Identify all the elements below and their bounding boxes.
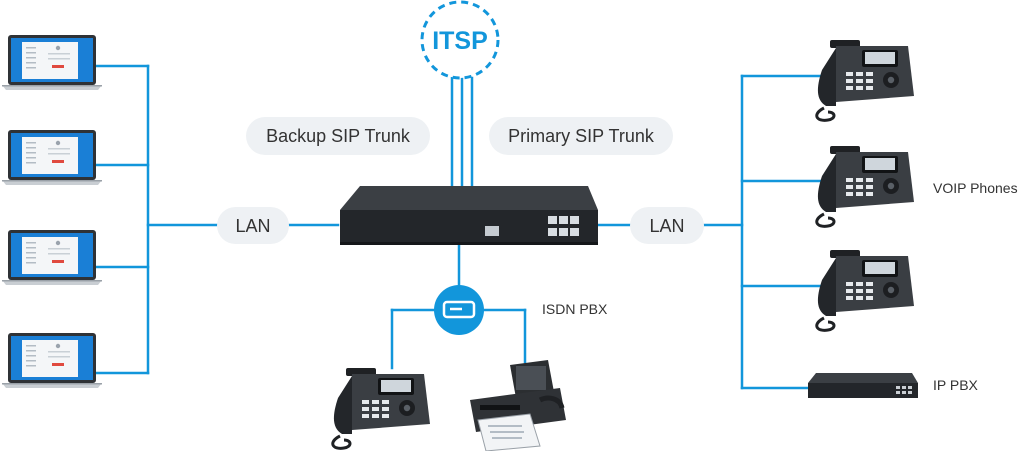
backup-trunk-pill: Backup SIP Trunk [246, 117, 430, 155]
voip-phone-icon [815, 38, 916, 122]
lan-left-pill: LAN [217, 207, 289, 244]
voip-gateway-device [340, 186, 598, 245]
lan-right-label: LAN [649, 216, 684, 236]
ip-pbx-device [808, 373, 918, 398]
lan-left-label: LAN [235, 216, 270, 236]
voip-phone-icon [815, 248, 916, 332]
ip-pbx-label: IP PBX [933, 377, 979, 393]
primary-trunk-label: Primary SIP Trunk [508, 126, 655, 146]
isdn-hub-icon [434, 285, 484, 335]
lan-right-pill: LAN [630, 207, 704, 244]
voip-phones-label: VOIP Phones [933, 180, 1018, 196]
itsp-label: ITSP [432, 27, 488, 55]
backup-trunk-label: Backup SIP Trunk [266, 126, 411, 146]
primary-trunk-pill: Primary SIP Trunk [489, 117, 673, 155]
itsp-node: ITSP [420, 0, 500, 80]
voip-phone-icon [815, 144, 916, 228]
laptop-icon [2, 333, 102, 388]
laptop-icon [2, 130, 102, 185]
laptop-icon [2, 230, 102, 285]
laptop-icon [2, 35, 102, 90]
fax-machine-icon [470, 360, 566, 451]
isdn-pbx-label: ISDN PBX [542, 301, 608, 317]
isdn-phone-icon [331, 366, 432, 450]
